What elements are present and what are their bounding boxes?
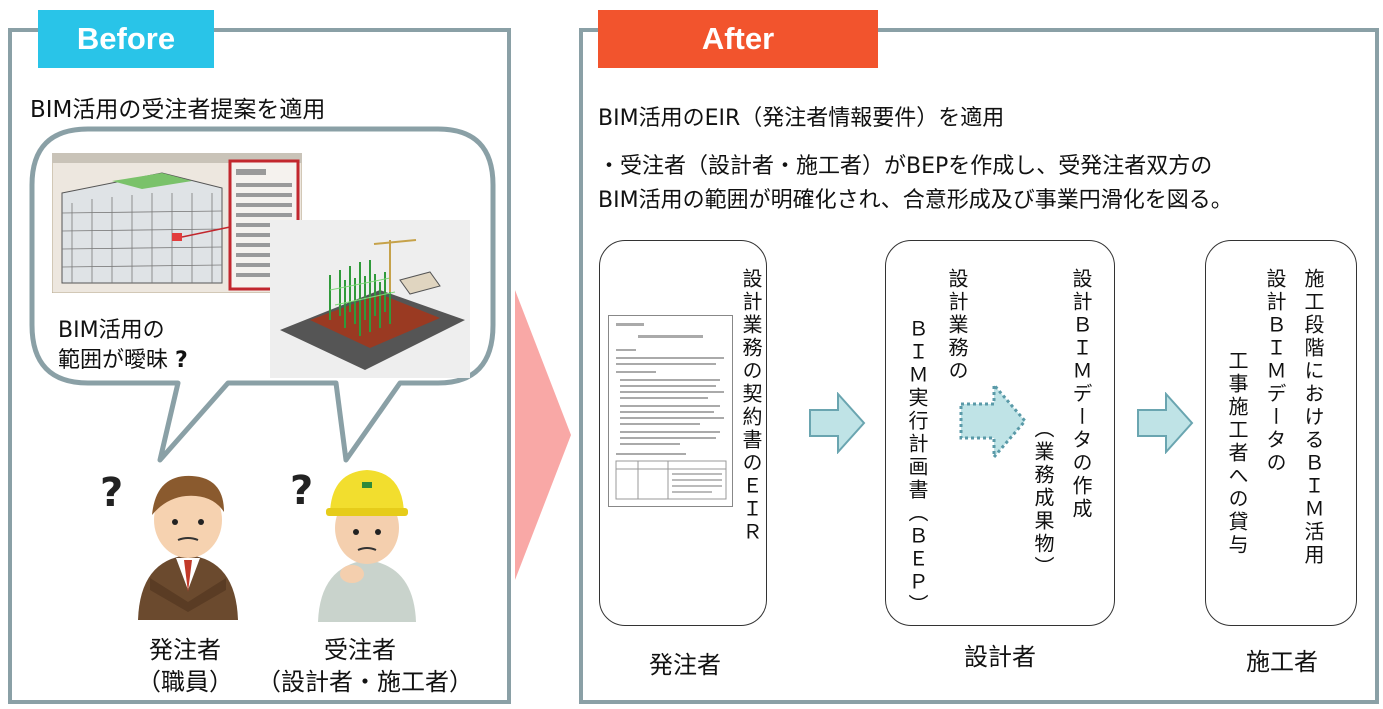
eir-document-thumbnail xyxy=(608,315,733,507)
after-heading: BIM活用のEIR（発注者情報要件）を適用 xyxy=(598,106,1005,131)
flow-arrow-2 xyxy=(1137,392,1194,454)
constructor-loan-text: 工事施工者への貸与 xyxy=(1225,350,1249,557)
orderer-question-icon: ? xyxy=(100,470,124,516)
contractor-label: 受注者 xyxy=(324,636,396,664)
designer-bep-text: ＢＩＭ実行計画書（ＢＥＰ） xyxy=(905,318,929,617)
before-to-after-arrow xyxy=(515,290,571,580)
bubble-text-line2: 範囲が曖昧 ? xyxy=(58,342,188,374)
question-mark: ? xyxy=(175,348,188,373)
orderer-sublabel: （職員） xyxy=(137,668,233,696)
flow-arrow-1 xyxy=(809,392,866,454)
designer-work-text: 設計業務の xyxy=(945,268,969,383)
constructor-card xyxy=(1205,240,1357,626)
contractor-question-icon: ? xyxy=(290,468,314,514)
constructor-card-label: 施工者 xyxy=(1246,648,1318,676)
designer-deliverable-text: （業務成果物） xyxy=(1031,418,1055,579)
after-description-line1: ・受注者（設計者・施工者）がBEPを作成し、受発注者双方の xyxy=(598,154,1213,179)
construction-site-model xyxy=(270,220,470,378)
contractor-person-icon xyxy=(318,470,416,622)
bim-software-screenshot xyxy=(52,153,302,293)
orderer-person-icon xyxy=(138,475,238,620)
orderer-card-label: 発注者 xyxy=(649,651,721,679)
after-tag: After xyxy=(598,10,878,68)
contractor-sublabel: （設計者・施工者） xyxy=(257,668,473,696)
designer-card-label: 設計者 xyxy=(964,643,1036,671)
before-tag: Before xyxy=(38,10,214,68)
before-heading: BIM活用の受注者提案を適用 xyxy=(30,97,326,123)
bubble-text-line1: BIM活用の xyxy=(58,318,165,343)
constructor-bim-use-text: 施工段階におけるＢＩＭ活用 xyxy=(1301,268,1325,567)
bubble-text-ambiguous: 範囲が曖昧 xyxy=(58,348,169,373)
constructor-bim-data-text: 設計ＢＩＭデータの xyxy=(1263,268,1287,475)
bep-to-bim-dotted-arrow xyxy=(959,382,1027,460)
orderer-card-text: 設計業務の契約書のＥＩＲ xyxy=(739,268,763,544)
orderer-label: 発注者 xyxy=(149,636,221,664)
after-description-line2: BIM活用の範囲が明確化され、合意形成及び事業円滑化を図る。 xyxy=(598,188,1233,213)
designer-bim-data-text: 設計ＢＩＭデータの作成 xyxy=(1069,268,1093,521)
